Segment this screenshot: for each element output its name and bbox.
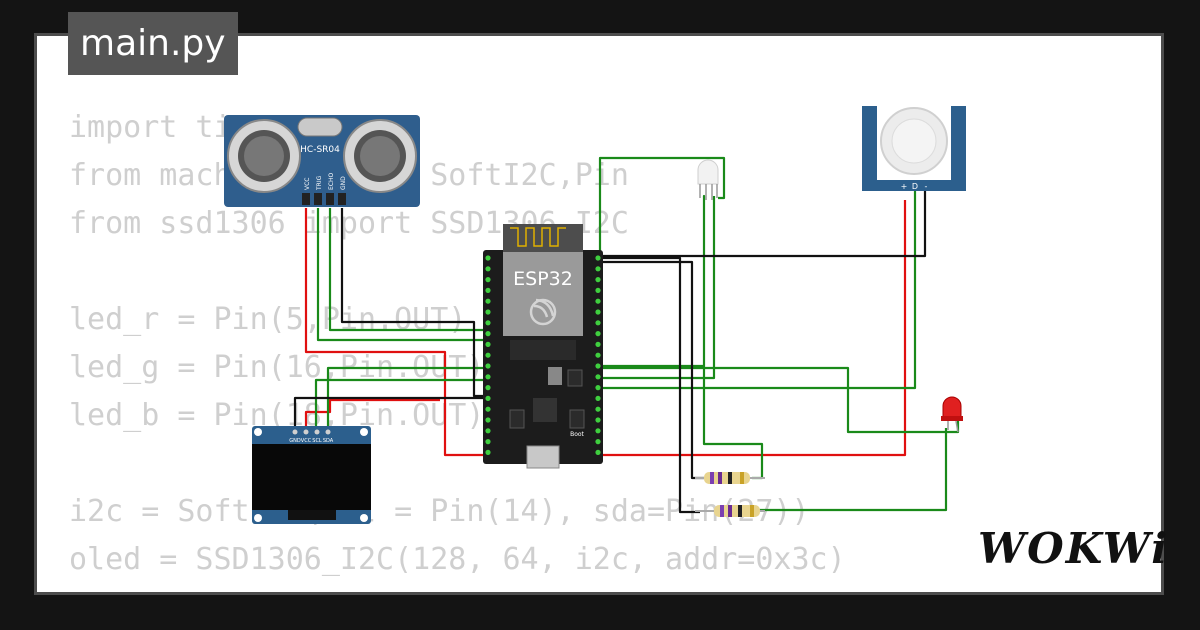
ultrasonic-pin-trig: TRIG [316, 175, 323, 191]
ultrasonic-right-transducer [343, 119, 417, 193]
esp32-pin[interactable] [485, 331, 491, 337]
rgb-led[interactable] [697, 159, 719, 200]
esp32-pin[interactable] [485, 417, 491, 423]
esp32-pin[interactable] [485, 341, 491, 347]
esp32-pin[interactable] [595, 341, 601, 347]
resistor-1[interactable] [695, 472, 765, 484]
wire-ultrasonic-gnd [340, 208, 488, 398]
code-line: from ssd1306 import SSD1306_I2C [69, 206, 629, 241]
esp32-label: ESP32 [513, 268, 573, 290]
code-line: oled = SSD1306_I2C(128, 64, i2c, addr=0x… [69, 542, 846, 577]
ultrasonic-pin-vcc: VCC [304, 178, 311, 190]
esp32-pin[interactable] [485, 277, 491, 283]
esp32-pin[interactable] [485, 352, 491, 358]
esp32-pin[interactable] [485, 385, 491, 391]
esp32-pin[interactable] [485, 298, 491, 304]
oled-pin-scl: SCL [312, 438, 322, 444]
espressif-logo [529, 298, 557, 326]
ultrasonic-sensor[interactable]: HC-SR04 VCC TRIG ECHO GND [224, 115, 420, 207]
esp32-pin[interactable] [595, 417, 601, 423]
esp32-pin[interactable] [485, 287, 491, 293]
oled-pin-sda: SDA [323, 438, 334, 444]
esp32-left-header [485, 255, 491, 455]
esp32-pin[interactable] [485, 428, 491, 434]
esp32-pin[interactable] [485, 266, 491, 272]
wokwi-logo: WOKWi [978, 524, 1170, 573]
esp32-pin[interactable] [485, 439, 491, 445]
wire-pir-gnd [600, 190, 927, 258]
red-led[interactable] [941, 396, 963, 433]
code-line: led_r = Pin(5,Pin.OUT) [69, 302, 467, 337]
esp32-pin[interactable] [595, 374, 601, 380]
esp32-pin[interactable] [595, 331, 601, 337]
file-tab[interactable]: main.py [68, 12, 238, 75]
wire-led-g [598, 196, 716, 380]
esp32-pin[interactable] [595, 277, 601, 283]
wires [293, 156, 960, 514]
pir-pin-gnd: - [925, 182, 928, 191]
esp32-pin[interactable] [595, 395, 601, 401]
ultrasonic-left-transducer [227, 119, 301, 193]
esp32-pin[interactable] [485, 255, 491, 261]
wire-pir-out [598, 190, 917, 390]
esp32-pin[interactable] [595, 352, 601, 358]
pir-pin-out: D [912, 182, 918, 191]
esp32-pin[interactable] [485, 449, 491, 455]
ultrasonic-label: HC-SR04 [300, 145, 340, 155]
wire-gnd-rail [598, 256, 700, 514]
esp32-pin[interactable] [485, 320, 491, 326]
esp32-pin[interactable] [595, 309, 601, 315]
esp32-pin[interactable] [485, 406, 491, 412]
wire-ultrasonic-echo [328, 208, 488, 332]
wire-gnd-rail-2 [598, 260, 704, 480]
esp32-pin[interactable] [595, 298, 601, 304]
esp32-pin[interactable] [595, 406, 601, 412]
esp32-right-header [595, 255, 601, 455]
code-line: Vcc_pin = Pin(4, Pin.IN, Pin.PULL_UP) [69, 584, 846, 592]
esp32-pin[interactable] [595, 320, 601, 326]
ultrasonic-pin-echo: ECHO [328, 173, 335, 190]
oled-pin-vcc: VCC [301, 438, 312, 444]
esp32-pin[interactable] [485, 363, 491, 369]
resistor-2[interactable] [695, 505, 765, 517]
wire-oled-gnd [293, 396, 488, 430]
wire-oled-sda [326, 366, 488, 430]
wire-oled-vcc [304, 398, 440, 430]
esp32-pin[interactable] [595, 385, 601, 391]
oled-display[interactable]: GND VCC SCL SDA [252, 426, 371, 524]
esp32-pin[interactable] [595, 363, 601, 369]
esp32-boot-label: Boot [570, 431, 584, 438]
esp32-pin[interactable] [595, 255, 601, 261]
ultrasonic-pin-gnd: GND [340, 176, 347, 190]
oled-pin-gnd: GND [289, 438, 301, 444]
wire-ultrasonic-trig [316, 208, 488, 342]
wire-resistor-led [752, 428, 948, 512]
esp32-pin[interactable] [595, 266, 601, 272]
esp32-pin[interactable] [595, 449, 601, 455]
pir-pin-vcc: + [901, 182, 908, 191]
esp32-pin[interactable] [595, 428, 601, 434]
esp32-pin[interactable] [485, 374, 491, 380]
esp32-pin[interactable] [595, 287, 601, 293]
esp32-pin[interactable] [595, 439, 601, 445]
esp32-board[interactable]: ESP32 Boot [483, 224, 603, 469]
esp32-pin[interactable] [485, 395, 491, 401]
pir-sensor[interactable]: + D - [862, 106, 966, 191]
wire-oled-scl [314, 378, 488, 430]
wire-ultrasonic-vcc [304, 200, 907, 457]
esp32-pin[interactable] [485, 309, 491, 315]
